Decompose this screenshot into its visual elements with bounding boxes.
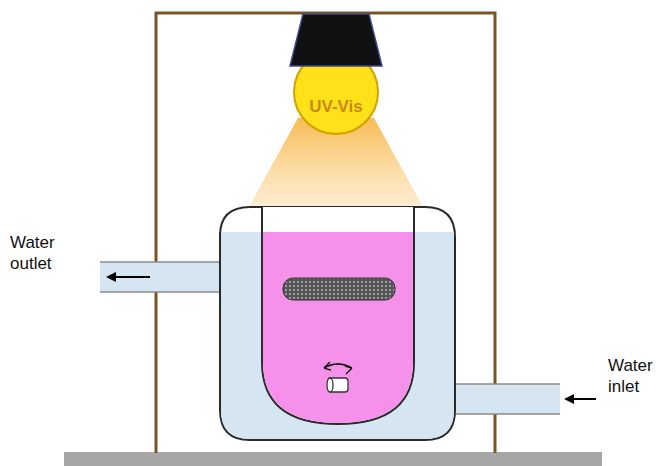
inlet-label: Water inlet: [608, 355, 666, 397]
light-label: UV-Vis: [309, 96, 363, 117]
lamp-shade: [290, 14, 382, 66]
frame: [156, 13, 495, 453]
catalyst-mesh: [283, 278, 395, 300]
inflow-arrow: [566, 398, 596, 400]
inlet-pipe: [440, 384, 560, 414]
reaction-solution: [263, 232, 413, 423]
jacket-water: [221, 232, 454, 439]
outlet-pipe: [100, 262, 230, 292]
outflow-arrow: [108, 276, 150, 278]
water-jacket: [220, 207, 455, 440]
stir-bar: [328, 378, 348, 392]
bench: [64, 452, 602, 466]
reaction-vessel: [262, 207, 414, 424]
outlet-label: Water outlet: [10, 232, 74, 274]
